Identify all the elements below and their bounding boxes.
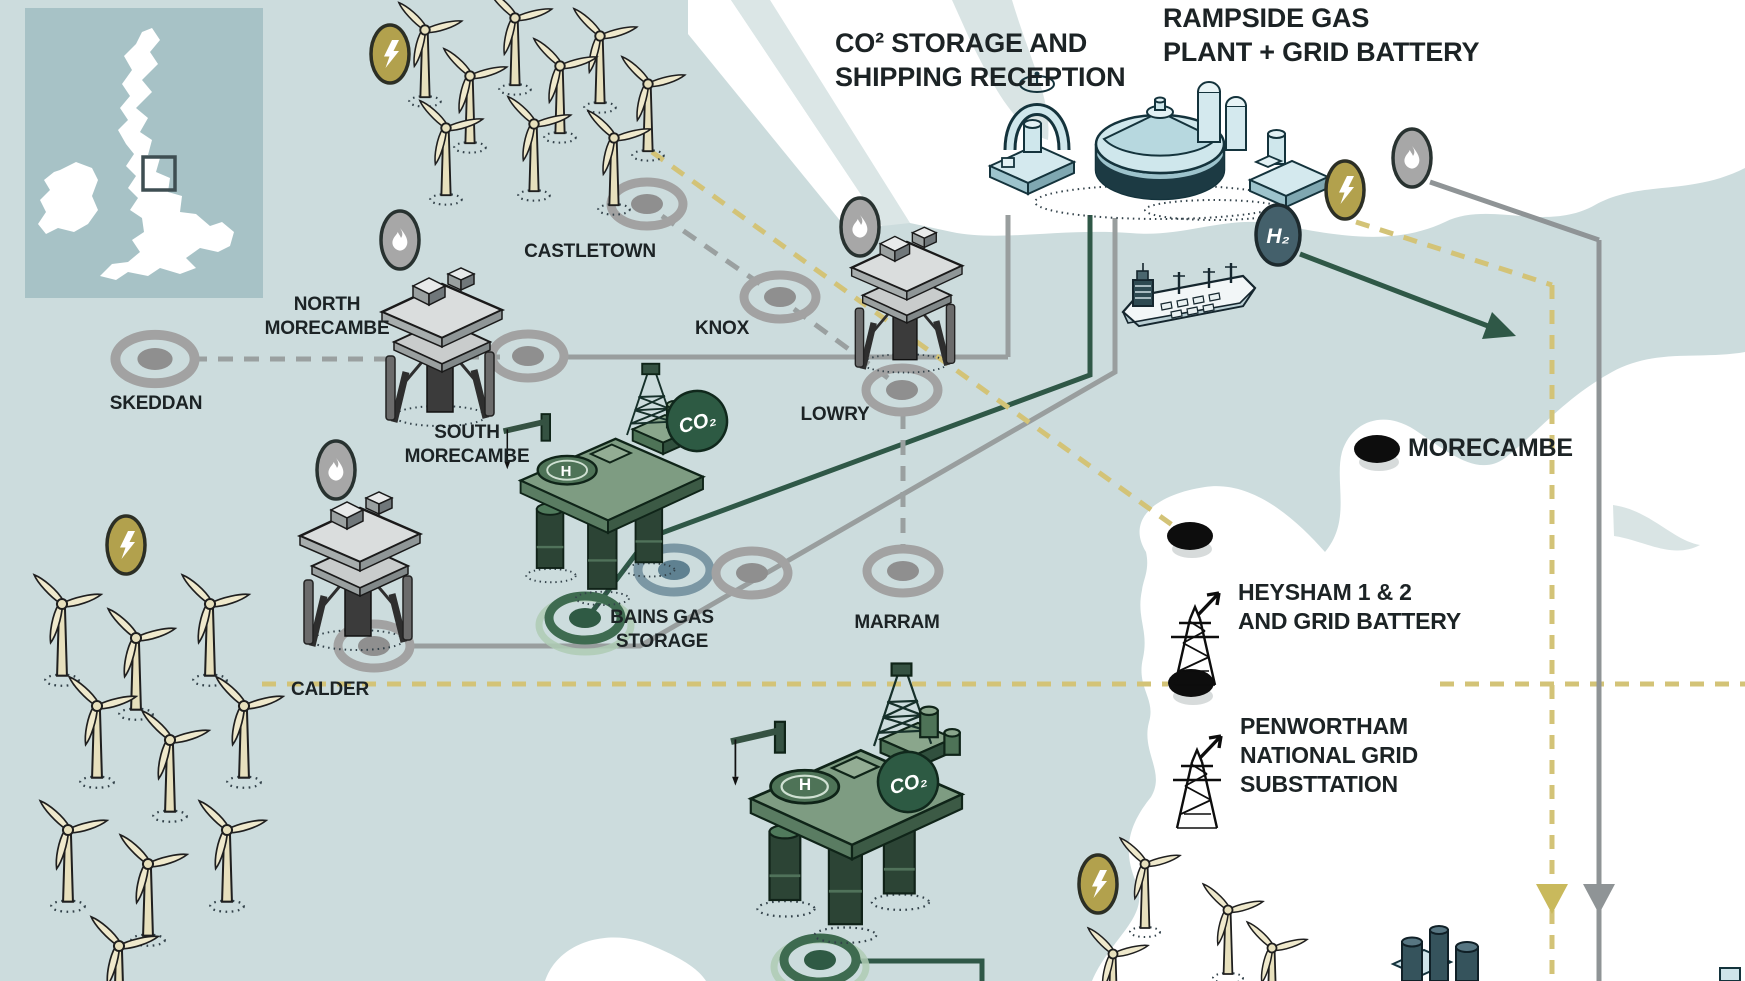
gas-icon-north-morecambe [379, 209, 421, 271]
electric-icon-rampside [1324, 159, 1366, 221]
gas-icon-calder [315, 439, 357, 501]
dot-heysham [1167, 522, 1213, 558]
grey-arrow-down [1583, 884, 1615, 914]
great-britain-shape [100, 28, 234, 280]
helipad-letter: H [799, 775, 811, 794]
gas-icon-lowry [839, 196, 881, 258]
label-north-morecambe: NORTH MORECAMBE [264, 294, 390, 339]
gas-icon-rampside [1391, 127, 1433, 189]
dot-penwortham [1168, 669, 1214, 705]
dot-morecambe [1354, 435, 1400, 471]
gas-line-grey-right [1429, 179, 1602, 981]
pipeline-co2-green [590, 215, 1093, 614]
onshore-plant-stacks [1390, 925, 1741, 981]
locator-highlight-square [141, 155, 177, 192]
helipad-letter: H [561, 463, 572, 480]
electric-icon-southeast-windfarm [1077, 853, 1119, 915]
uk-locator-map [25, 8, 263, 298]
label-skeddan: SKEDDAN [109, 393, 203, 414]
label-marram: MARRAM [854, 612, 940, 633]
title-rampside: RAMPSIDE GAS PLANT + GRID BATTERY [1163, 3, 1480, 68]
pipeline-co2-south-green [857, 958, 985, 981]
label-south-morecambe: SOUTH MORECAMBE [404, 422, 530, 467]
electric-icon-north-windfarm [369, 23, 411, 85]
label-calder: CALDER [291, 679, 369, 700]
label-morecambe-town: MORECAMBE [1408, 434, 1573, 462]
label-lowry: LOWRY [800, 404, 870, 425]
label-knox: KNOX [694, 318, 750, 339]
hydrogen-badge: H₂ [1254, 203, 1302, 267]
label-bains-gas-storage: BAINS GAS STORAGE [610, 607, 714, 652]
electric-icon-west-windfarm [105, 514, 147, 576]
label-heysham: HEYSHAM 1 & 2 AND GRID BATTERY [1238, 579, 1461, 634]
label-penwortham: PENWORTHAM NATIONAL GRID SUBSTTATION [1240, 713, 1418, 797]
pipeline-calder-grey [410, 218, 1118, 649]
co2-badge: CO₂ [876, 750, 940, 814]
hydrogen-arrow-line [1299, 251, 1489, 329]
ireland-shape [38, 162, 98, 234]
title-co2-storage: CO² STORAGE AND SHIPPING RECEPTION [835, 28, 1126, 93]
pipelines [192, 149, 1745, 981]
hydrogen-arrow-head [1482, 312, 1516, 339]
label-castletown: CASTLETOWN [524, 241, 656, 262]
hydrogen-badge-label: H₂ [1266, 225, 1289, 248]
co2-badge: CO₂ [665, 389, 729, 453]
yellow-arrow-down [1536, 884, 1568, 914]
